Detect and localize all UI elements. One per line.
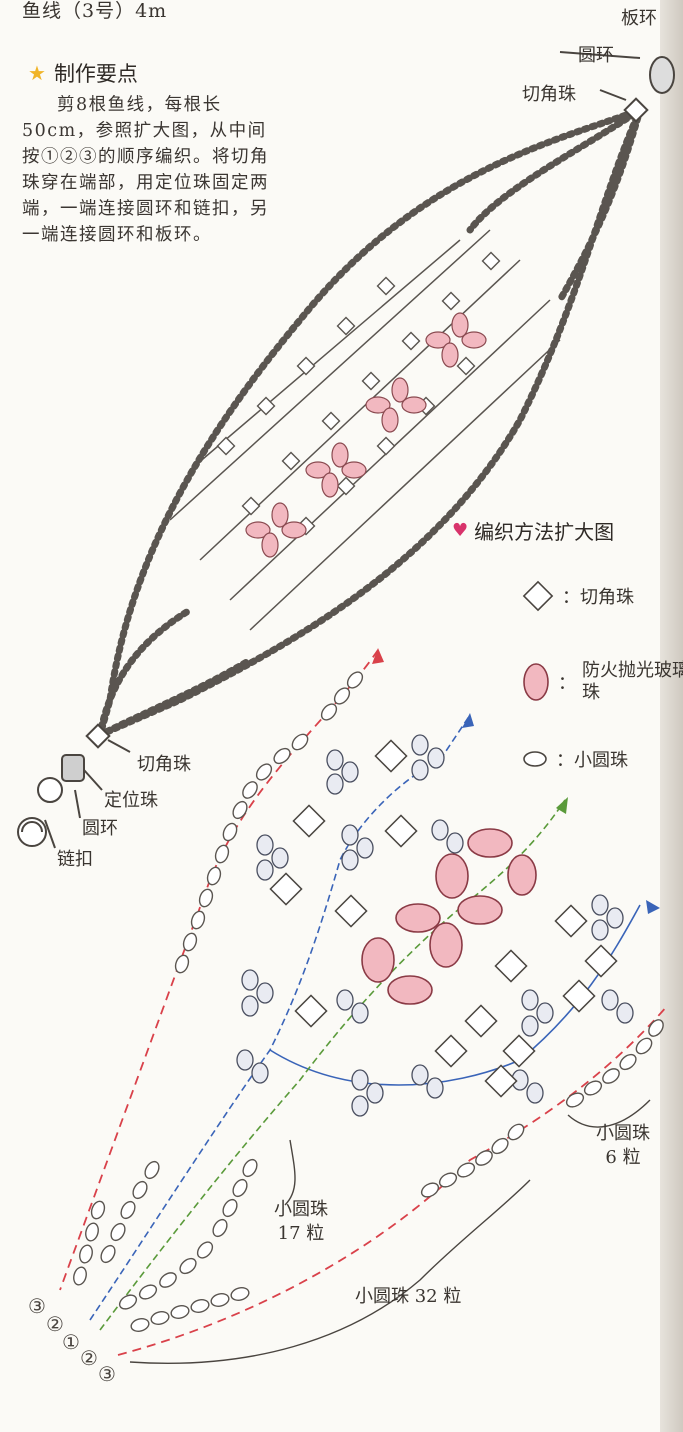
legend-small-bead: ：小圆珠 xyxy=(520,746,628,772)
legend-text-glass-bead: 防火抛光玻璃珠 xyxy=(582,660,683,703)
legend-text-small-bead: ：小圆珠 xyxy=(556,750,628,771)
material-line: 鱼线（3号）4m xyxy=(22,0,168,22)
strand-number-3-right: ③ xyxy=(98,1362,116,1386)
bottom-hardware xyxy=(17,723,131,849)
label-bottom-cut-bead: 切角珠 xyxy=(137,754,191,775)
instructions-text: 剪8根鱼线，每根长50cm，参照扩大图，从中间按①②③的顺序编织。将切角珠穿在端… xyxy=(22,95,269,245)
page-edge xyxy=(660,0,683,1432)
brace-17 xyxy=(284,1139,296,1206)
legend-cut-bead: ：切角珠 xyxy=(520,578,634,614)
brace-6 xyxy=(567,1099,651,1128)
section-title: 制作要点 xyxy=(53,62,138,86)
enlarged-heading: ♥ 编织方法扩大图 xyxy=(452,516,614,545)
small-bead-flowers xyxy=(236,734,634,1117)
glass-bead-flowers xyxy=(245,312,487,558)
cut-corner-beads xyxy=(269,739,618,1098)
label-top-round-ring: 圆环 xyxy=(578,45,614,66)
count-six-beads: 小圆珠 6 粒 xyxy=(596,1123,650,1168)
label-top-plate-ring: 板环 xyxy=(621,8,657,29)
strand-number-1: ① xyxy=(62,1330,80,1354)
label-bottom-round-ring: 圆环 xyxy=(82,818,118,839)
section-heading: ★ 制作要点 xyxy=(28,58,138,88)
strand-number-2-left: ② xyxy=(46,1312,64,1336)
bracelet-outline xyxy=(96,106,644,739)
lattice-diamonds xyxy=(216,251,501,536)
brace-32 xyxy=(129,1179,531,1364)
legend-text-cut-bead: ：切角珠 xyxy=(562,587,634,608)
diamond-icon xyxy=(522,580,554,612)
top-hardware xyxy=(559,51,675,123)
star-icon: ★ xyxy=(28,61,46,85)
label-clasp: 链扣 xyxy=(57,849,93,870)
heart-icon: ♥ xyxy=(452,520,469,541)
strand-blue xyxy=(89,713,660,1321)
small-oval-icon xyxy=(523,751,547,767)
fire-polished-glass-beads xyxy=(361,828,537,1005)
label-top-cut-bead: 切角珠 xyxy=(522,84,576,105)
label-crimp-bead: 定位珠 xyxy=(104,790,158,811)
pink-oval-icon xyxy=(523,663,549,701)
strand-number-3-left: ③ xyxy=(28,1294,46,1318)
legend-glass-bead: ： 防火抛光玻璃珠 xyxy=(520,660,683,704)
count-seventeen-beads: 小圆珠 17 粒 xyxy=(274,1199,328,1244)
enlarged-title: 编织方法扩大图 xyxy=(474,520,615,544)
strand-number-2-right: ② xyxy=(80,1346,98,1370)
small-bead-chains xyxy=(73,671,664,1332)
count-thirty-two-beads: 小圆珠 32 粒 xyxy=(355,1286,462,1307)
bracelet-lattice xyxy=(169,229,561,631)
strand-green xyxy=(99,797,568,1331)
